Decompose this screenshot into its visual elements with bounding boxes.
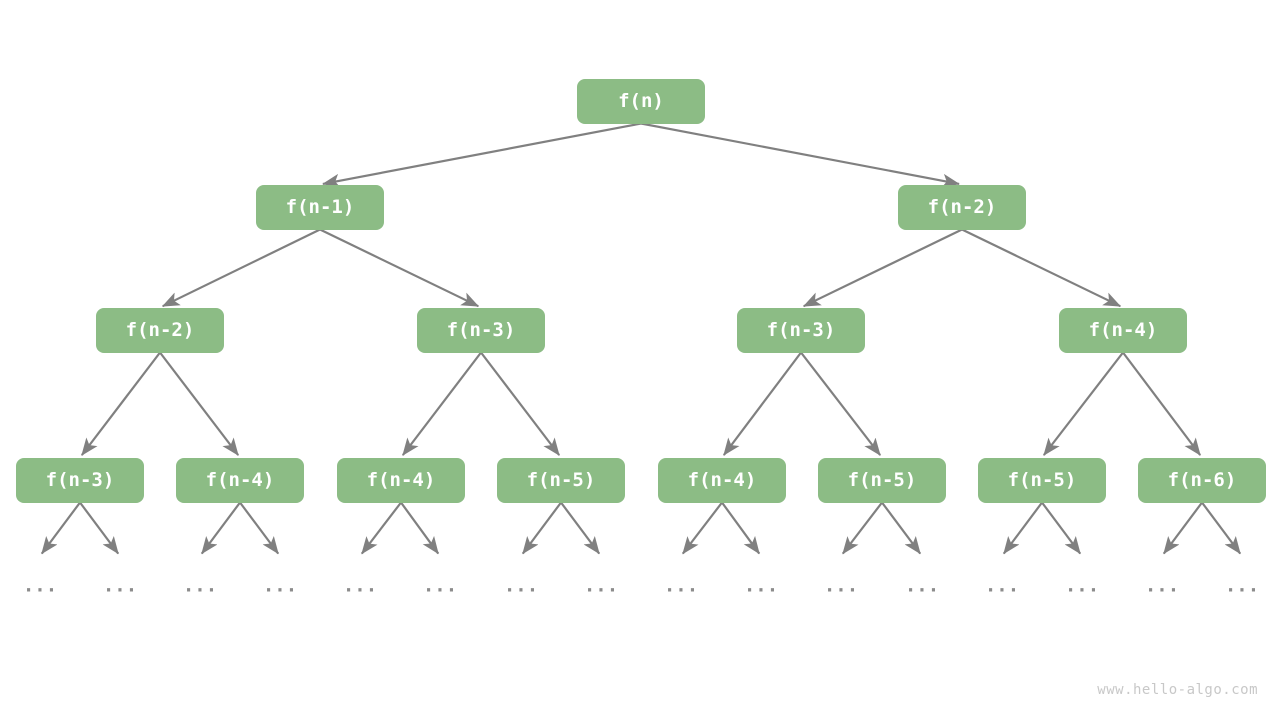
ellipsis-marker: ...: [22, 574, 58, 597]
tree-node: f(n-4): [658, 457, 786, 503]
watermark: www.hello-algo.com: [1097, 682, 1258, 698]
tree-edge: [161, 228, 321, 308]
tree-edge: [401, 351, 482, 456]
tree-node: f(n-4): [1059, 307, 1187, 353]
edges: [80, 122, 1202, 456]
ellipsis-marker: ...: [984, 574, 1020, 597]
leaf-stub-edge: [881, 501, 922, 555]
leaf-stub-edge: [1002, 501, 1043, 555]
leaf-stub-edge: [681, 501, 723, 555]
ellipsis-marker: ...: [422, 574, 458, 597]
leaf-stub-edge: [1041, 501, 1082, 555]
ellipsis-marker: ...: [583, 574, 619, 597]
ellipsis-marker: ...: [1064, 574, 1100, 597]
tree-node: f(n-4): [176, 457, 304, 503]
leaf-stub-edge: [560, 501, 601, 555]
leaf-stub-edge: [521, 501, 562, 555]
leaf-stub-edge: [1201, 501, 1242, 555]
leaf-stub-edge: [79, 501, 120, 555]
tree-node: f(n-6): [1138, 457, 1266, 503]
tree-edge: [80, 351, 161, 456]
tree-node: f(n-3): [417, 307, 545, 353]
tree-edge: [159, 351, 240, 456]
leaf-stub-arrows: [40, 501, 1242, 555]
tree-node: f(n): [577, 78, 705, 124]
leaf-stub-edge: [400, 501, 440, 555]
leaf-stub-edge: [200, 501, 241, 555]
leaf-stub-edge: [721, 501, 761, 555]
tree-edge: [961, 228, 1122, 308]
ellipsis-marker: ...: [262, 574, 298, 597]
ellipsis-marker: ...: [823, 574, 859, 597]
ellipsis-marker: ...: [1144, 574, 1180, 597]
tree-edge: [319, 228, 480, 308]
tree-node: f(n-4): [337, 457, 465, 503]
leaf-stub-edge: [841, 501, 883, 555]
tree-node: f(n-5): [497, 457, 625, 503]
tree-edge: [322, 122, 642, 188]
tree-edge: [480, 351, 561, 456]
tree-edge: [1122, 351, 1202, 456]
ellipsis-marker: ...: [663, 574, 699, 597]
leaf-stub-edge: [40, 501, 81, 555]
tree-edge: [800, 351, 882, 456]
ellipsis-marker: ...: [1224, 574, 1260, 597]
tree-edge: [640, 122, 960, 188]
tree-node: f(n-5): [818, 457, 946, 503]
ellipsis-marker: ...: [342, 574, 378, 597]
ellipsis-marker: ...: [182, 574, 218, 597]
tree-node: f(n-2): [96, 307, 224, 353]
tree-edge: [722, 351, 802, 456]
ellipsis-marker: ...: [503, 574, 539, 597]
tree-edge: [802, 228, 963, 308]
leaf-stub-edge: [360, 501, 402, 555]
leaf-stub-edge: [239, 501, 280, 555]
ellipsis-marker: ...: [102, 574, 138, 597]
tree-node: f(n-5): [978, 457, 1106, 503]
ellipsis-marker: ...: [904, 574, 940, 597]
ellipsis-marker: ...: [743, 574, 779, 597]
tree-node: f(n-3): [737, 307, 865, 353]
tree-node: f(n-3): [16, 457, 144, 503]
tree-node: f(n-2): [898, 184, 1026, 230]
leaf-stub-edge: [1162, 501, 1203, 555]
tree-node: f(n-1): [256, 184, 384, 230]
tree-edge: [1042, 351, 1124, 456]
